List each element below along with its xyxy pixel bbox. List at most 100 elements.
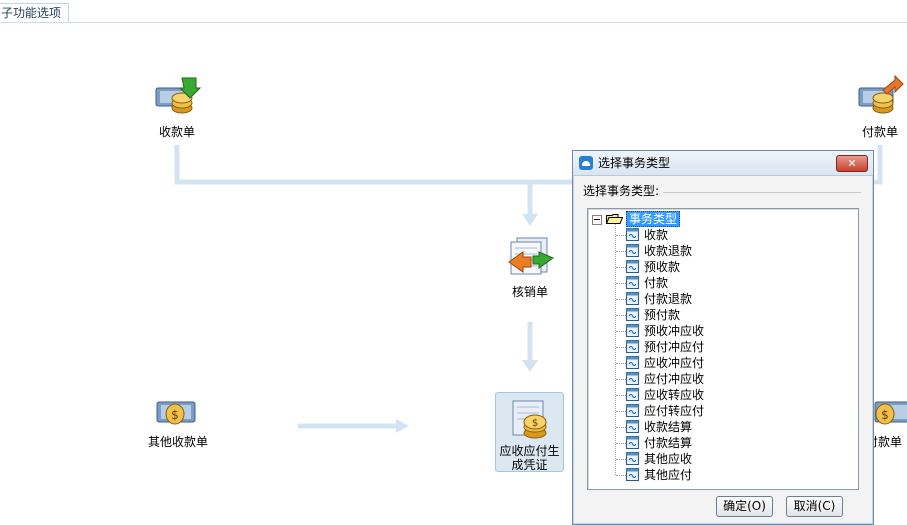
arrow-head-other: [396, 419, 409, 433]
tree-item-label: 收款退款: [644, 244, 693, 258]
tree-item-label: 预收冲应收: [644, 324, 705, 338]
document-icon: [626, 468, 639, 481]
tree-item-label: 其他应收: [644, 452, 693, 466]
group-label: 选择事务类型:: [583, 184, 660, 198]
writeoff-node[interactable]: 核销单: [500, 234, 560, 299]
other-receipt-icon: $: [156, 401, 196, 425]
tree-item[interactable]: 收款结算: [588, 419, 858, 435]
tree-item[interactable]: 应付冲应收: [588, 371, 858, 387]
tree-branch-line: [616, 459, 626, 460]
tree-branch-line: [616, 475, 626, 476]
document-icon: [626, 228, 639, 241]
tree-item[interactable]: 应收冲应付: [588, 355, 858, 371]
tree-item-label: 预付冲应付: [644, 340, 705, 354]
tree-root-row[interactable]: 事务类型: [588, 211, 858, 227]
tree-branch-line: [616, 331, 626, 332]
transaction-type-tree[interactable]: 事务类型 收款收款退款预收款付款付款退款预付款预收冲应收预付冲应付应收冲应付应付…: [587, 208, 859, 490]
tree-branch-line: [616, 267, 626, 268]
tree-item-label: 应付转应付: [644, 404, 705, 418]
tree-item-label: 其他应付: [644, 468, 693, 482]
tree-item-label: 预收款: [644, 260, 681, 274]
voucher-icon: $: [512, 400, 546, 439]
tree-item-label: 付款结算: [644, 436, 693, 450]
dialog-titlebar[interactable]: 选择事务类型 ✕: [573, 151, 873, 176]
tree-item-label: 应收转应收: [644, 388, 705, 402]
receipt-node[interactable]: 收款单: [147, 74, 207, 139]
tree-branch-line: [616, 379, 626, 380]
tree-branch-line: [616, 315, 626, 316]
tree-branch-line: [616, 299, 626, 300]
document-icon: [626, 292, 639, 305]
document-icon: [626, 308, 639, 321]
other-payment-label: 付款单: [866, 435, 903, 449]
voucher-label: 应收应付生成凭证: [499, 444, 560, 472]
arrow-head-voucher: [522, 360, 538, 372]
document-icon: [626, 404, 639, 417]
payment-icon: [858, 74, 904, 114]
tree-branch-line: [616, 443, 626, 444]
tree-item[interactable]: 付款: [588, 275, 858, 291]
payment-label: 付款单: [861, 125, 898, 139]
voucher-node[interactable]: $ 应收应付生成凭证: [495, 392, 564, 472]
tree-item[interactable]: 应付转应付: [588, 403, 858, 419]
document-icon: [626, 276, 639, 289]
document-icon: [626, 324, 639, 337]
tree-branch-line: [616, 347, 626, 348]
other-payment-node[interactable]: $ 付款单: [866, 398, 907, 449]
writeoff-label: 核销单: [511, 285, 548, 299]
tree-item-label: 收款: [644, 228, 669, 242]
tree-item[interactable]: 预付冲应付: [588, 339, 858, 355]
tree-item[interactable]: 其他应收: [588, 451, 858, 467]
tree-item[interactable]: 其他应付: [588, 467, 858, 483]
document-icon: [626, 260, 639, 273]
tree-item-label: 付款: [644, 276, 669, 290]
cancel-button[interactable]: 取消(C): [786, 496, 843, 517]
tree-item[interactable]: 预收冲应收: [588, 323, 858, 339]
tree-branch-line: [616, 251, 626, 252]
tree-item-label: 应收冲应付: [644, 356, 705, 370]
svg-text:$: $: [531, 418, 537, 429]
receipt-icon: [155, 77, 202, 114]
tree-branch-line: [616, 363, 626, 364]
tree-item[interactable]: 预付款: [588, 307, 858, 323]
payment-node[interactable]: 付款单: [850, 74, 907, 139]
group-divider: [663, 192, 861, 193]
dialog-title: 选择事务类型: [598, 156, 671, 170]
writeoff-icon: [508, 237, 555, 275]
document-icon: [626, 452, 639, 465]
select-transaction-type-dialog: 选择事务类型 ✕ 选择事务类型: 事务类型 收款收款退款预收款付款付款退款预付款…: [572, 150, 874, 525]
tree-branch-line: [616, 411, 626, 412]
tree-root-label[interactable]: 事务类型: [626, 211, 681, 227]
document-icon: [626, 244, 639, 257]
tree-item-label: 付款退款: [644, 292, 693, 306]
document-icon: [626, 420, 639, 433]
other-receipt-node[interactable]: $ 其他收款单: [140, 398, 216, 449]
document-icon: [626, 372, 639, 385]
ok-button[interactable]: 确定(O): [716, 496, 773, 517]
tab-bar: 子功能选项: [0, 0, 907, 23]
tree-connector-line: [615, 223, 616, 475]
tree-item[interactable]: 收款退款: [588, 243, 858, 259]
tree-item-label: 收款结算: [644, 420, 693, 434]
tree-branch-line: [616, 235, 626, 236]
tree-item[interactable]: 应收转应收: [588, 387, 858, 403]
receipt-label: 收款单: [158, 125, 195, 139]
tree-item[interactable]: 收款: [588, 227, 858, 243]
close-icon[interactable]: ✕: [836, 155, 868, 172]
tree-item[interactable]: 付款结算: [588, 435, 858, 451]
tree-branch-line: [616, 427, 626, 428]
tab-sub-function-options[interactable]: 子功能选项: [0, 3, 70, 22]
svg-text:$: $: [881, 408, 889, 422]
document-icon: [626, 356, 639, 369]
dialog-app-icon: [579, 156, 593, 170]
document-icon: [626, 340, 639, 353]
tree-item-label: 应付冲应收: [644, 372, 705, 386]
collapse-icon[interactable]: [592, 215, 602, 225]
arrow-head-writeoff: [522, 214, 538, 226]
folder-icon: [606, 214, 623, 224]
svg-text:$: $: [171, 408, 179, 422]
tree-item-label: 预付款: [644, 308, 681, 322]
tree-item[interactable]: 预收款: [588, 259, 858, 275]
tree-item[interactable]: 付款退款: [588, 291, 858, 307]
